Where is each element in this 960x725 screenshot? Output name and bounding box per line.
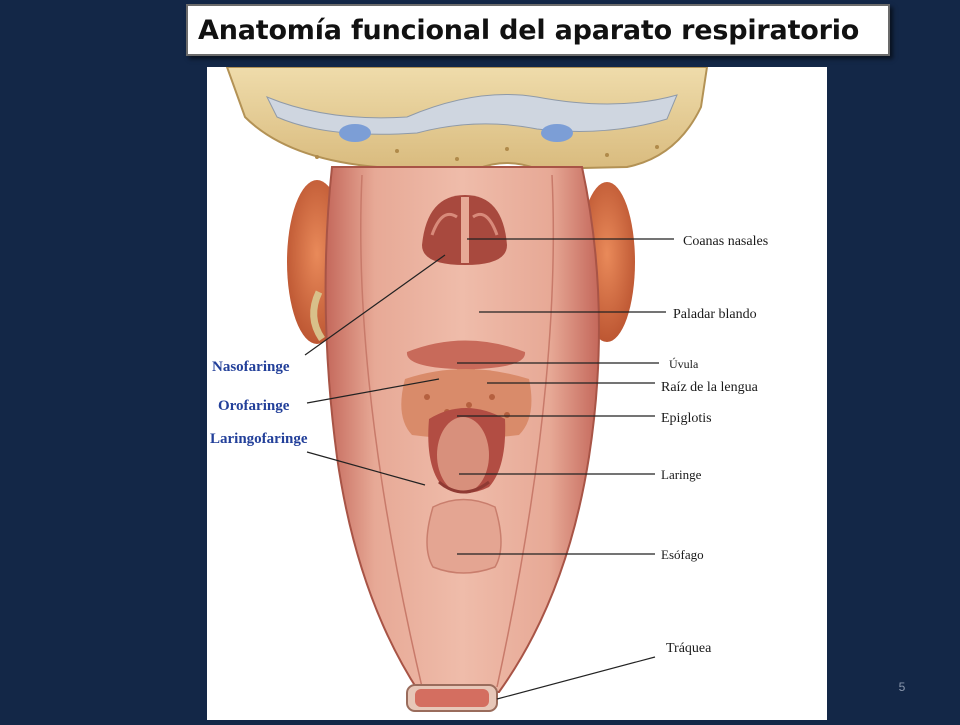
larynx xyxy=(428,408,506,494)
esophagus-folds xyxy=(426,498,502,574)
trachea-ring xyxy=(406,684,498,712)
uvula xyxy=(406,340,526,377)
anatomy-figure: Coanas nasales Paladar blando Úvula Raíz… xyxy=(207,66,827,720)
label-esofago: Esófago xyxy=(661,547,704,562)
pharynx-illustration: Coanas nasales Paladar blando Úvula Raíz… xyxy=(225,66,768,712)
label-coanas-nasales: Coanas nasales xyxy=(683,234,768,249)
slide-title: Anatomía funcional del aparato respirato… xyxy=(198,14,860,46)
label-uvula: Úvula xyxy=(669,357,699,371)
label-laringe: Laringe xyxy=(661,467,702,482)
label-raiz-de-la-lengua: Raíz de la lengua xyxy=(661,380,759,395)
label-traquea: Tráquea xyxy=(666,641,712,656)
label-paladar-blando: Paladar blando xyxy=(673,307,757,322)
slide-title-box: Anatomía funcional del aparato respirato… xyxy=(186,4,890,56)
leader-lines xyxy=(304,238,674,700)
label-epiglotis: Epiglotis xyxy=(661,411,712,426)
page-number: 5 xyxy=(898,680,906,694)
skull-base xyxy=(225,66,709,171)
choanae xyxy=(422,195,507,265)
